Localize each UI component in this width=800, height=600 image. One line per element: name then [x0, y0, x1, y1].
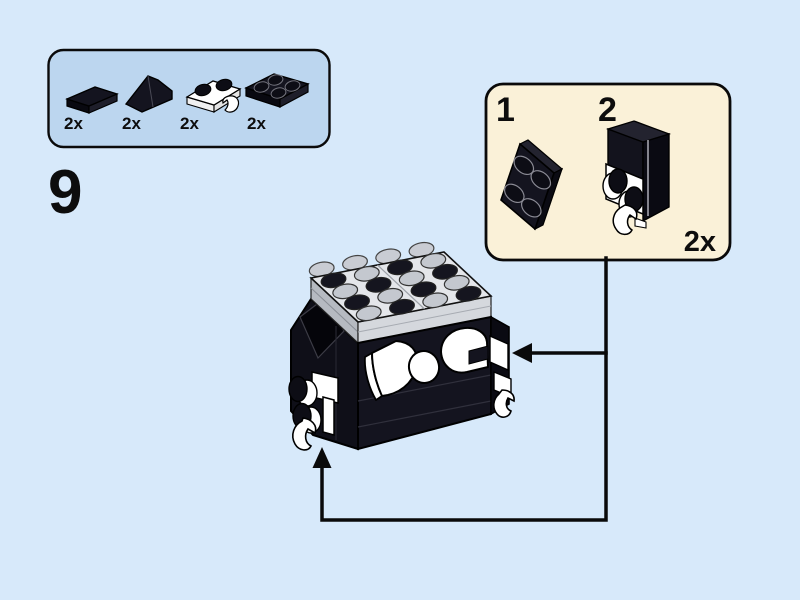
stud — [389, 298, 415, 315]
top-plate-seam — [377, 264, 425, 310]
arrow-line-bottom — [320, 256, 608, 522]
tile-top-face — [65, 86, 119, 107]
callout-box: 1 2 2x — [484, 82, 732, 262]
part-count-label: 2x — [247, 114, 266, 133]
stud — [365, 276, 392, 293]
placement-arrows — [312, 256, 608, 522]
stud — [443, 274, 470, 291]
arm-white-plate — [489, 334, 509, 372]
plate-band-seam — [357, 305, 492, 333]
part-thumb-clip-plate-1x2 — [185, 78, 242, 113]
stud — [355, 305, 382, 322]
callout-thumb-arm-assembly — [602, 120, 672, 236]
stud — [608, 168, 628, 194]
stud — [455, 285, 482, 302]
stud — [530, 170, 552, 190]
arrow-head-up-icon — [312, 447, 332, 468]
substep-2-label: 2 — [598, 91, 617, 129]
arm-white-foot — [634, 217, 647, 229]
stud — [332, 283, 359, 300]
white-round-tile — [407, 350, 441, 384]
substep-1-label: 1 — [496, 91, 515, 129]
stud — [387, 259, 413, 276]
arrow-head-left-icon — [512, 343, 532, 363]
white-curved-slope-left — [371, 340, 419, 397]
clip-hook — [612, 204, 638, 236]
parts-box: 2x 2x 2x 2x — [47, 48, 331, 149]
stud — [288, 375, 308, 403]
model-illustration — [288, 241, 515, 451]
clip-hook — [292, 417, 317, 451]
part-thumb-slope-1x2 — [124, 75, 173, 113]
clip-hook — [222, 95, 240, 113]
stud — [410, 281, 437, 298]
right-arm-clip — [489, 334, 515, 418]
callout-count-label: 2x — [684, 226, 716, 258]
stud — [420, 252, 447, 269]
plate-band-seam — [310, 287, 359, 333]
stud — [194, 83, 212, 97]
part-thumb-tile-1x2 — [65, 86, 119, 114]
arm-black-right-face — [642, 133, 670, 223]
stud — [353, 265, 380, 282]
brick-seam — [357, 400, 492, 428]
stud — [284, 80, 301, 92]
stud — [377, 287, 404, 304]
stud — [422, 292, 449, 309]
white-curved-slope-right-notch — [468, 345, 489, 365]
part-count-label: 2x — [122, 114, 141, 133]
arm-white-strip — [322, 396, 335, 436]
stud — [270, 87, 287, 99]
stud — [267, 74, 284, 86]
stud — [253, 81, 270, 93]
stud — [432, 263, 458, 280]
slope-ridge — [147, 75, 154, 108]
stud — [398, 270, 425, 287]
stud — [320, 272, 347, 289]
stud — [215, 78, 233, 92]
stud — [344, 294, 370, 311]
part-thumb-plate-2x2 — [244, 73, 310, 109]
arm-black-top-face — [605, 120, 672, 143]
left-arm-clip — [288, 371, 339, 451]
part-count-label: 2x — [64, 114, 83, 133]
part-count-label: 2x — [180, 114, 199, 133]
stud — [520, 198, 542, 218]
step-number: 9 — [48, 158, 82, 227]
plate-top-face — [244, 73, 310, 100]
callout-thumb-plate-2x2 — [500, 139, 564, 231]
clip-hook — [493, 389, 515, 418]
